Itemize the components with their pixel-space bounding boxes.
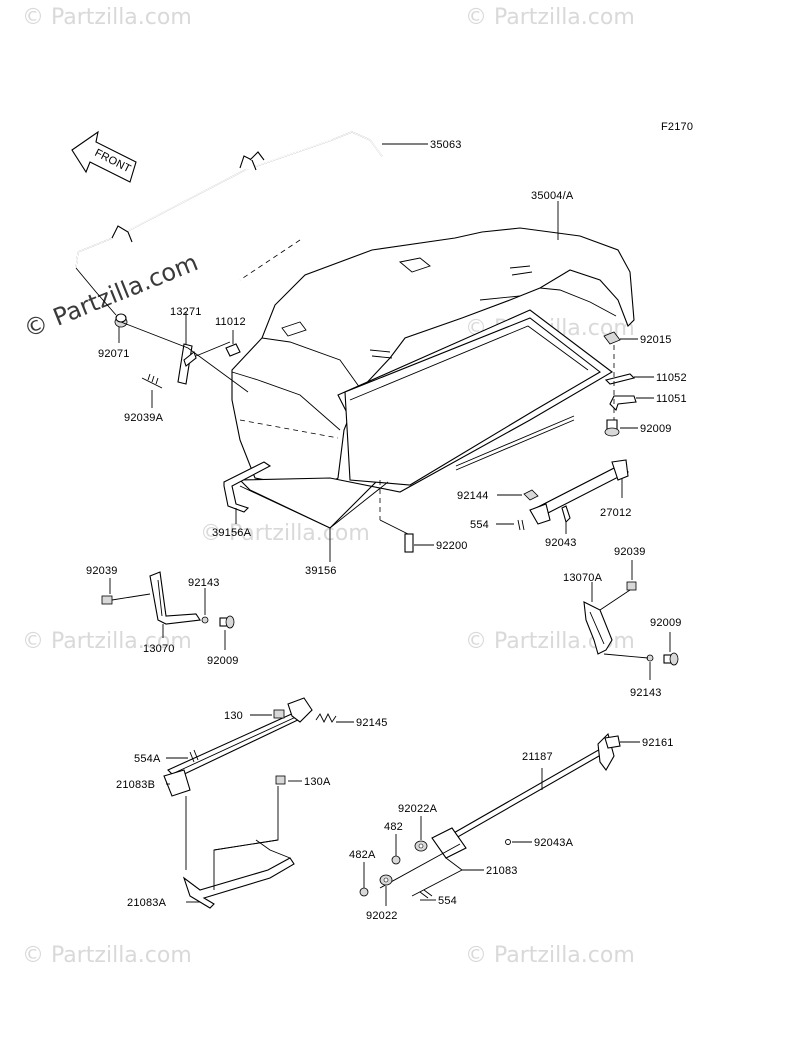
bolt-92009-right bbox=[663, 652, 679, 666]
label-21187: 21187 bbox=[522, 751, 553, 763]
link-13070A bbox=[603, 653, 649, 659]
latch-21083B bbox=[163, 697, 313, 797]
label-92200: 92200 bbox=[436, 540, 468, 552]
label-92009-right: 92009 bbox=[650, 617, 682, 629]
cap-11012 bbox=[225, 343, 241, 357]
watermark-text: © Partzilla.com bbox=[22, 629, 192, 654]
grommet-92071 bbox=[114, 313, 128, 328]
screw-92039-left bbox=[101, 593, 151, 605]
label-482A: 482A bbox=[349, 849, 376, 861]
watermark-text: © Partzilla.com bbox=[465, 5, 635, 30]
label-92145: 92145 bbox=[356, 717, 388, 729]
leader-554-link bbox=[411, 869, 463, 897]
clip-92043A bbox=[505, 839, 511, 845]
screw-92039-right bbox=[599, 581, 637, 611]
label-92043: 92043 bbox=[545, 537, 577, 549]
label-35063: 35063 bbox=[430, 139, 462, 151]
label-92022A: 92022A bbox=[398, 803, 438, 815]
label-92015: 92015 bbox=[640, 334, 672, 346]
label-92143-left: 92143 bbox=[188, 577, 220, 589]
pin-92200 bbox=[404, 533, 414, 553]
label-92009-top: 92009 bbox=[640, 423, 672, 435]
pin-554-top bbox=[517, 519, 525, 531]
watermark-text: © Partzilla.com bbox=[22, 943, 192, 968]
washer-92143-left bbox=[201, 616, 209, 624]
hinge-27012 bbox=[529, 459, 630, 525]
label-21083A: 21083A bbox=[127, 897, 167, 909]
label-92071: 92071 bbox=[98, 348, 130, 360]
label-39156A: 39156A bbox=[212, 527, 252, 539]
label-21083B: 21083B bbox=[116, 779, 155, 791]
bolt-92009-left bbox=[219, 615, 235, 629]
leader-92200-angled bbox=[379, 519, 409, 535]
label-13070A: 13070A bbox=[563, 572, 603, 584]
stopper-92161 bbox=[604, 735, 621, 749]
label-92143-right: 92143 bbox=[630, 687, 662, 699]
label-92161: 92161 bbox=[642, 737, 674, 749]
plate-11052 bbox=[604, 373, 636, 385]
label-11052: 11052 bbox=[656, 372, 687, 384]
label-13070: 13070 bbox=[143, 643, 175, 655]
bracket-13271 bbox=[177, 343, 197, 385]
bolt-92009-top bbox=[604, 419, 620, 437]
watermark-text: © Partzilla.com bbox=[465, 943, 635, 968]
bracket-13070 bbox=[149, 571, 201, 625]
label-554-top: 554 bbox=[470, 519, 489, 531]
label-21083: 21083 bbox=[486, 865, 518, 877]
label-13271: 13271 bbox=[170, 306, 202, 318]
watermark-text: © Partzilla.com bbox=[22, 5, 192, 30]
label-11051: 11051 bbox=[656, 393, 687, 405]
bolt-130 bbox=[273, 709, 285, 719]
watermark-text-dark: © Partzilla.com bbox=[20, 248, 202, 343]
leader-21083-link bbox=[445, 857, 463, 871]
washer-92022 bbox=[379, 874, 393, 886]
label-130: 130 bbox=[224, 710, 243, 722]
label-92039-left: 92039 bbox=[86, 565, 118, 577]
ring-482A bbox=[359, 887, 369, 897]
leader-13271-link bbox=[195, 341, 231, 357]
lever-21083 bbox=[379, 827, 467, 889]
watermark-text: © Partzilla.com bbox=[200, 521, 370, 546]
spring-92144 bbox=[523, 489, 539, 501]
label-92144: 92144 bbox=[457, 490, 489, 502]
screw-92039A bbox=[141, 377, 163, 389]
label-554-bottom: 554 bbox=[438, 895, 457, 907]
label-92039-right: 92039 bbox=[614, 546, 646, 558]
leader-13271-to-cover bbox=[120, 321, 249, 393]
label-554A: 554A bbox=[134, 753, 161, 765]
screw-92039A-thread bbox=[147, 373, 159, 385]
rod-35063 bbox=[75, 131, 383, 316]
strap-21083A bbox=[182, 839, 295, 909]
panel-39156 bbox=[238, 309, 613, 529]
washer-92022A bbox=[414, 840, 428, 852]
label-130A: 130A bbox=[304, 776, 331, 788]
label-92039A: 92039A bbox=[124, 412, 164, 424]
pin-554A bbox=[189, 749, 199, 763]
pin-554-bottom bbox=[419, 889, 433, 899]
clip-92015 bbox=[603, 331, 621, 345]
leader-strap-line bbox=[213, 839, 279, 851]
label-92009-left: 92009 bbox=[207, 655, 239, 667]
label-482: 482 bbox=[384, 821, 403, 833]
bracket-13070A bbox=[583, 601, 613, 655]
spring-92145 bbox=[315, 712, 337, 724]
bolt-130A bbox=[275, 775, 286, 785]
front-arrow-icon: FRONT bbox=[71, 130, 137, 183]
figure-code: F2170 bbox=[661, 121, 693, 133]
label-35004A: 35004/A bbox=[531, 190, 574, 202]
label-92043A: 92043A bbox=[534, 837, 574, 849]
label-27012: 27012 bbox=[600, 507, 632, 519]
bracket-11051 bbox=[609, 395, 637, 412]
seal-39156A bbox=[223, 461, 272, 513]
label-11012: 11012 bbox=[215, 316, 246, 328]
clip-92043 bbox=[561, 505, 571, 524]
label-39156: 39156 bbox=[305, 565, 337, 577]
label-92022: 92022 bbox=[366, 910, 398, 922]
ring-482 bbox=[391, 855, 401, 865]
